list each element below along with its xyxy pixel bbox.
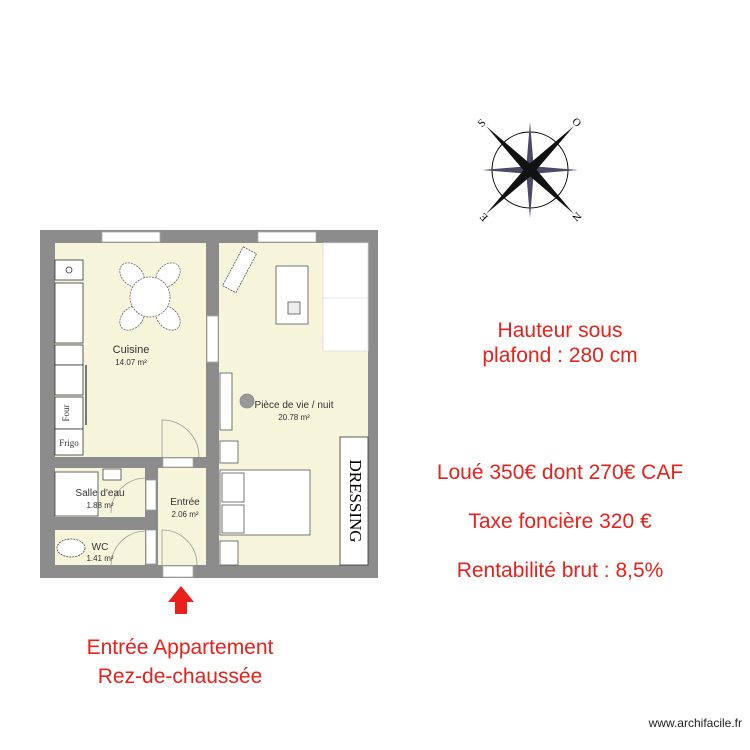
fridge-label: Frigo — [59, 438, 79, 448]
living-fixtures — [219, 242, 369, 566]
room-area-cuisine: 14.07 m² — [115, 358, 147, 367]
kitchen-fixtures — [54, 259, 87, 456]
oven-label: Four — [61, 404, 71, 421]
room-name-wc: WC — [92, 542, 109, 553]
doors — [110, 419, 200, 567]
ceiling-height-note: Hauteur sous plafond : 280 cm — [460, 318, 660, 368]
compass-label-o: O — [569, 116, 583, 130]
yield-note: Rentabilité brut : 8,5% — [456, 559, 664, 582]
entrance-arrow-icon — [168, 586, 194, 614]
rent-note: Loué 350€ dont 270€ CAF — [436, 461, 684, 484]
room-area-entrance: 2.06 m² — [171, 510, 198, 519]
compass-label-s: S — [476, 117, 489, 130]
room-area-wc: 1.41 m² — [86, 554, 113, 563]
entrance-line-1: Entrée Appartement — [86, 636, 274, 659]
dining-table — [119, 262, 181, 331]
tax-note: Taxe foncière 320 € — [468, 510, 652, 533]
ceiling-line-2: plafond : 280 cm — [482, 344, 638, 367]
compass-label-e: E — [477, 210, 490, 223]
entrance-floor — [158, 468, 206, 565]
room-name-entrance: Entrée — [170, 497, 200, 508]
room-area-bathroom: 1.88 m² — [86, 501, 113, 510]
credit-link[interactable]: www.archifacile.fr — [648, 716, 742, 730]
room-name-living: Pièce de vie / nuit — [255, 400, 334, 411]
dressing-label: DRESSING — [346, 459, 365, 542]
compass-rose — [482, 122, 578, 218]
room-name-cuisine: Cuisine — [113, 344, 150, 356]
entrance-note: Entrée Appartement Rez-de-chaussée — [60, 633, 300, 691]
ceiling-line-1: Hauteur sous — [497, 319, 623, 342]
bathroom-fixtures — [54, 468, 122, 558]
room-name-bathroom: Salle d'eau — [75, 488, 124, 499]
windows — [101, 231, 317, 578]
entrance-line-2: Rez-de-chaussée — [97, 665, 263, 688]
room-area-living: 20.78 m² — [278, 413, 310, 422]
